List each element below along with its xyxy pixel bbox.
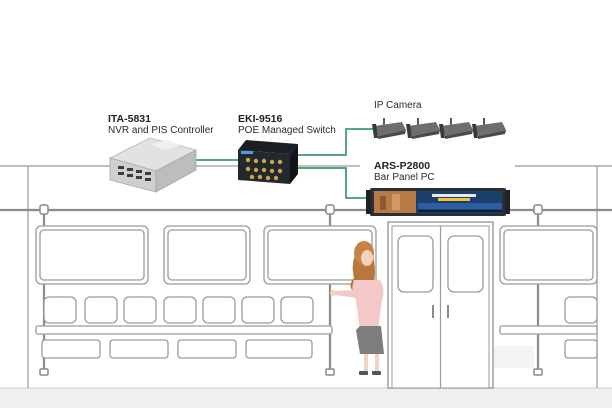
ip-camera-icon	[372, 118, 506, 139]
seat-backs	[43, 296, 598, 324]
eki-9516-label: EKI-9516 POE Managed Switch	[238, 113, 336, 137]
nvr-controller-icon	[108, 137, 198, 193]
train-windows	[35, 225, 598, 285]
ars-p2800-label: ARS-P2800 Bar Panel PC	[374, 160, 435, 184]
ip-camera-label: IP Camera	[374, 100, 422, 112]
ars-p2800-description: Bar Panel PC	[374, 172, 435, 183]
train-door	[387, 221, 534, 389]
ita-5831-description: NVR and PIS Controller	[108, 125, 214, 136]
eki-9516-model: EKI-9516	[238, 113, 283, 125]
passenger-figure	[330, 241, 384, 375]
seat-bench	[35, 325, 598, 359]
ita-5831-label: ITA-5831 NVR and PIS Controller	[108, 113, 214, 137]
ars-p2800-model: ARS-P2800	[374, 160, 431, 172]
ip-camera-description: IP Camera	[374, 100, 422, 111]
poe-switch-icon	[238, 140, 298, 184]
eki-9516-description: POE Managed Switch	[238, 125, 336, 136]
ita-5831-model: ITA-5831	[108, 113, 151, 125]
floor	[0, 388, 612, 408]
bar-panel-display-icon	[366, 188, 510, 216]
network-links	[194, 128, 378, 199]
